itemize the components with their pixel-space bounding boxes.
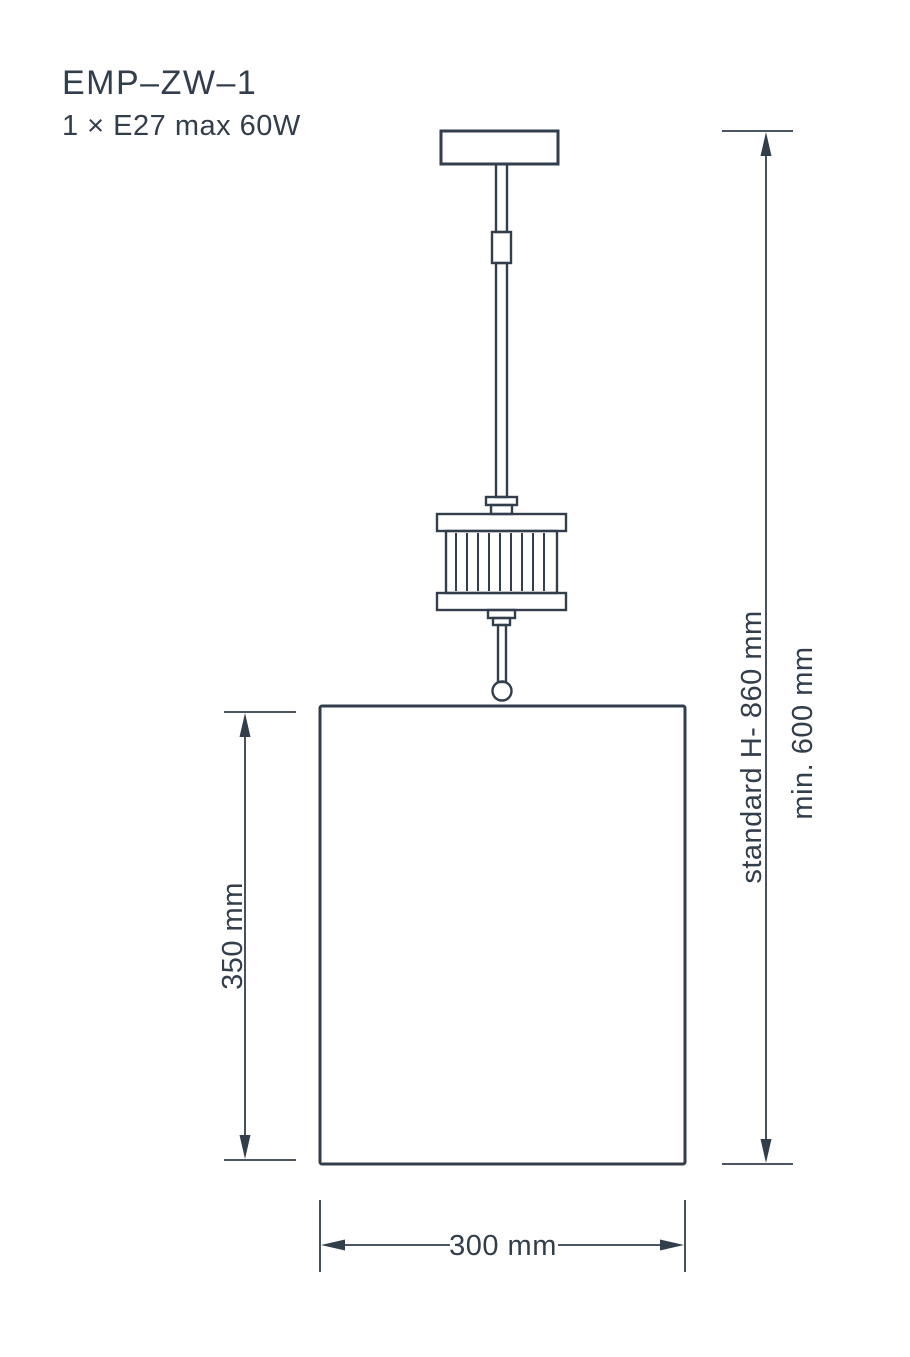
stem [496, 623, 508, 684]
drum-body [444, 529, 559, 595]
rod-coupler [490, 230, 513, 265]
model-code: EMP–ZW–1 [62, 64, 258, 102]
shade-height-arrow-up [239, 713, 251, 737]
lamp-spec: 1 × E27 max 60W [62, 110, 301, 142]
suspension-rod-lower [494, 261, 509, 499]
height-standard-label: standard H- 860 mm [736, 610, 768, 883]
height-dimension: standard H- 860 mm min. 600 mm [722, 130, 819, 1165]
shade-width-dimension: 300 mm [319, 1200, 686, 1272]
height-dim-arrow-down [760, 1139, 772, 1163]
upper-collar-a [484, 495, 519, 507]
upper-collar-b [489, 503, 514, 516]
shade-height-arrow-down [239, 1135, 251, 1159]
drum-bottom-plate [435, 591, 568, 612]
shade-width-arrow-right [660, 1239, 684, 1251]
drum-top-plate [435, 512, 568, 533]
shade-width-arrow-left [321, 1239, 345, 1251]
suspension-rod-upper [494, 162, 509, 234]
shade-width-label: 300 mm [449, 1230, 557, 1262]
drum-slats [455, 533, 545, 591]
lower-collar-a [486, 608, 517, 620]
shade-height-dimension: 350 mm [217, 711, 296, 1161]
lampshade [318, 704, 687, 1166]
finial-bead [491, 680, 513, 702]
height-min-label: min. 600 mm [787, 646, 819, 819]
pendant-lamp [318, 129, 687, 1166]
drawing-header: EMP–ZW–1 1 × E27 max 60W [62, 64, 301, 143]
ceiling-canopy [439, 129, 560, 166]
height-dim-arrow-up [760, 132, 772, 156]
shade-height-label: 350 mm [217, 882, 249, 990]
